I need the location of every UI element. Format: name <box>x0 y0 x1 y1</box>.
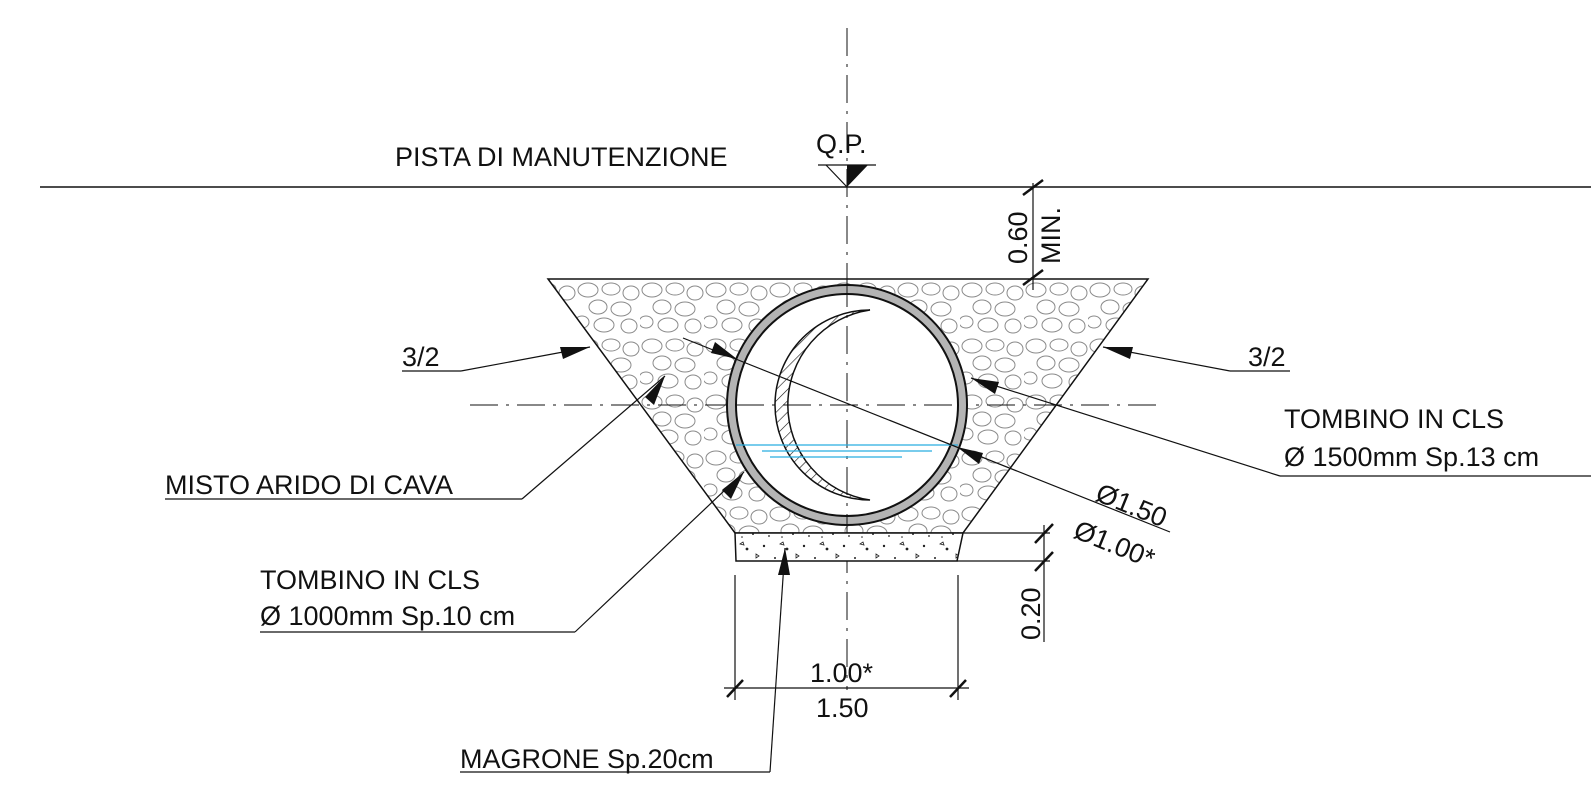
width-large-label: 1.50 <box>816 693 869 723</box>
small-pipe-label-line1: TOMBINO IN CLS <box>260 565 480 595</box>
base-thickness-dimension <box>957 523 1054 642</box>
large-pipe-label-line2: Ø 1500mm Sp.13 cm <box>1284 442 1539 472</box>
fill-label: MISTO ARIDO DI CAVA <box>165 470 453 500</box>
elevation-label: Q.P. <box>816 129 867 159</box>
small-pipe-label-line2: Ø 1000mm Sp.10 cm <box>260 601 515 631</box>
diameter-dimension <box>682 337 1171 533</box>
lean-concrete-texture <box>735 533 963 561</box>
slope-left-leader <box>402 346 591 372</box>
slope-right-leader <box>1102 346 1290 372</box>
small-pipe-crescent <box>774 309 871 501</box>
fill-leader <box>165 375 666 500</box>
cover-note: MIN. <box>1036 207 1066 264</box>
cover-value: 0.60 <box>1003 211 1033 264</box>
cover-dimension <box>1022 179 1044 290</box>
large-pipe-leader <box>970 377 1591 477</box>
surface-label: PISTA DI MANUTENZIONE <box>395 142 728 172</box>
elevation-marker <box>818 164 876 188</box>
base-label: MAGRONE Sp.20cm <box>460 744 714 774</box>
slope-right-label: 3/2 <box>1248 342 1286 372</box>
base-thickness-label: 0.20 <box>1016 587 1046 640</box>
width-small-label: 1.00* <box>810 658 874 688</box>
large-pipe-label-line1: TOMBINO IN CLS <box>1284 404 1504 434</box>
water-level <box>736 444 958 458</box>
width-dimension <box>724 575 969 700</box>
base-leader <box>460 547 790 773</box>
slope-left-label: 3/2 <box>402 342 440 372</box>
small-pipe-leader <box>260 471 745 633</box>
